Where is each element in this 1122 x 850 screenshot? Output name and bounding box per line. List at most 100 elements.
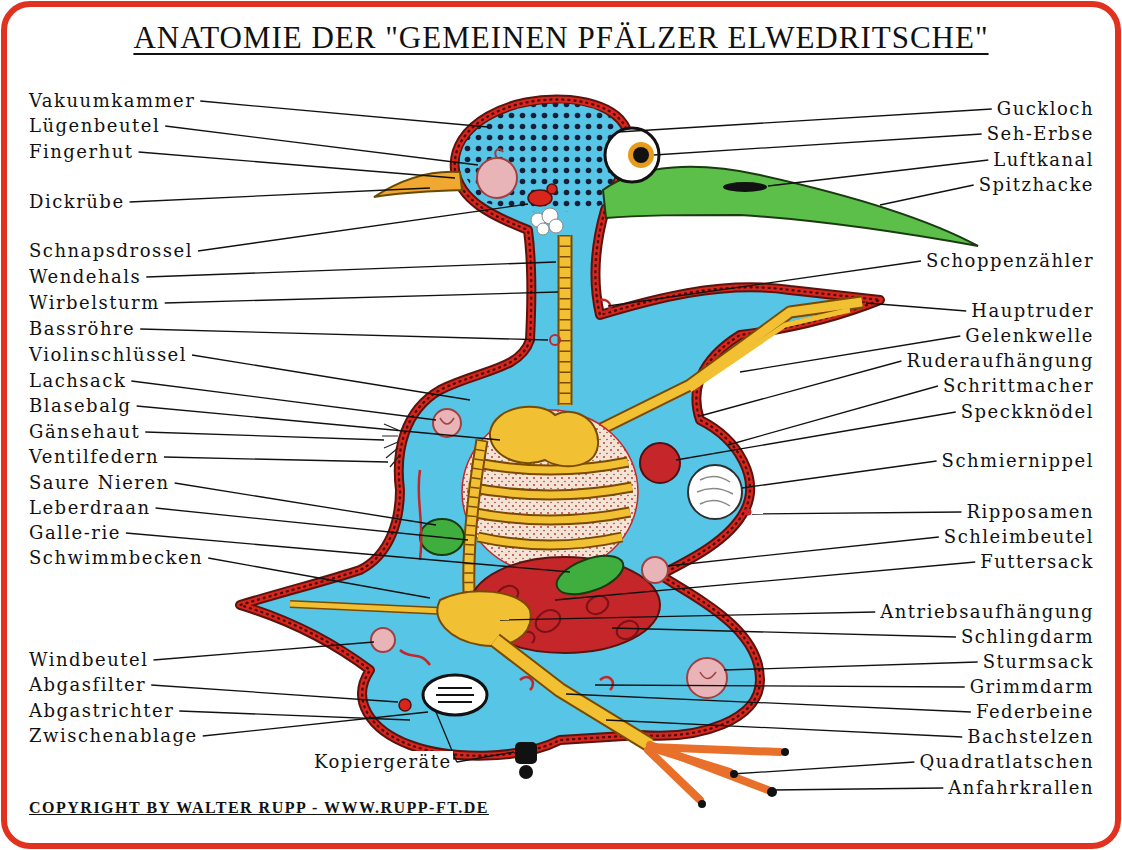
breast-swirl — [697, 476, 733, 506]
part-label: Gänsehaut — [28, 421, 141, 443]
iris — [628, 142, 654, 168]
leader-line — [500, 612, 875, 620]
leader-line — [156, 508, 468, 540]
red-bird-head — [547, 184, 557, 194]
leader-line — [200, 101, 488, 127]
part-label: Grimmdarm — [969, 676, 1095, 698]
part-label: Ruderaufhängung — [905, 350, 1095, 372]
leader-line — [457, 752, 514, 762]
leader-line — [595, 685, 965, 687]
part-label: Ventilfedern — [28, 446, 160, 468]
leader-line — [140, 329, 548, 340]
part-label: Wendehals — [28, 266, 142, 288]
part-label: Anfahrkrallen — [947, 777, 1095, 799]
leader-line — [175, 483, 436, 525]
pupil — [633, 147, 649, 163]
ribs — [468, 462, 632, 545]
part-label: Abgastrichter — [28, 700, 175, 722]
leader-line — [153, 642, 374, 660]
part-label: Blasebalg — [28, 395, 133, 417]
part-label: Schlingdarm — [960, 626, 1095, 648]
diagram-title: ANATOMIE DER "GEMEINEN PFÄLZER ELWEDRITS… — [0, 20, 1122, 56]
part-label: Futtersack — [979, 551, 1095, 573]
red-tube — [550, 335, 560, 345]
part-label: Ripposamen — [966, 501, 1095, 523]
part-label: Seh-Erbse — [986, 123, 1095, 145]
leader-line — [612, 628, 956, 637]
leader-line — [676, 412, 956, 460]
part-label: Kopiergeräte — [313, 751, 453, 773]
part-label: Abgasfilter — [28, 674, 147, 696]
leader-line — [179, 711, 410, 720]
part-label: Sturmsack — [982, 651, 1095, 673]
part-label: Dickrübe — [28, 191, 126, 213]
leader-line — [555, 562, 975, 600]
white-cloud — [531, 208, 563, 235]
frame-border — [4, 4, 1118, 846]
exhaust-funnel — [399, 699, 411, 711]
part-label: Bachstelzen — [966, 726, 1095, 748]
part-label: Speckknödel — [960, 401, 1095, 423]
part-label: Schmiernippel — [941, 450, 1095, 472]
leader-line — [145, 432, 384, 440]
neck-vertebrae — [560, 235, 571, 405]
leader-line — [724, 662, 978, 670]
leader-line — [164, 457, 388, 462]
neck-spine — [560, 235, 571, 405]
red-tubes — [400, 470, 613, 690]
leader-line — [732, 762, 914, 774]
leader-line — [606, 720, 962, 737]
copier-knob — [519, 765, 533, 779]
white-breast — [688, 465, 742, 519]
leader-line — [165, 292, 558, 303]
leg-bone — [495, 640, 650, 745]
part-label: Schleimbeutel — [943, 526, 1095, 548]
onion-sac — [477, 158, 517, 198]
leader-line — [130, 188, 430, 202]
leader-line — [880, 185, 974, 205]
leader-line — [566, 694, 971, 712]
leader-line — [151, 685, 398, 702]
red-heart — [640, 443, 680, 483]
part-label: Schnapsdrossel — [28, 240, 194, 262]
wing-bone-outline — [595, 302, 862, 432]
leader-line — [728, 386, 938, 445]
head-dots — [460, 104, 623, 213]
copyright-note: COPYRIGHT BY WALTER RUPP - WWW.RUPP-FT.D… — [28, 797, 490, 819]
onion-sacs — [371, 409, 727, 698]
leader-line — [772, 788, 943, 790]
part-label: Galle-rie — [28, 522, 122, 544]
leader-line — [137, 406, 500, 440]
part-label: Lügenbeutel — [28, 115, 161, 137]
part-label: Guckloch — [996, 98, 1095, 120]
leader-line — [668, 537, 939, 566]
part-label: Lachsack — [28, 370, 127, 392]
part-label: Bassröhre — [28, 318, 136, 340]
green-beak — [603, 167, 978, 246]
part-label: Leberdraan — [28, 497, 152, 519]
leader-line — [618, 109, 992, 132]
part-label: Luftkanal — [992, 149, 1095, 171]
leader-line — [742, 461, 937, 488]
clipboard-oval — [423, 675, 487, 715]
copier-block — [515, 742, 537, 764]
neck-spine-outline — [558, 235, 573, 405]
part-label: Vakuumkammer — [28, 90, 196, 112]
leader-line — [208, 558, 430, 598]
onion-curl — [495, 149, 503, 158]
nostril — [723, 182, 767, 192]
wing-bone-2 — [690, 310, 850, 390]
clipboard-lines — [436, 688, 474, 702]
part-label: Quadratlatschen — [918, 751, 1095, 773]
leader-line — [131, 381, 436, 420]
part-label: Wirbelsturm — [28, 292, 161, 314]
leader-line — [700, 361, 901, 416]
leader-line — [866, 303, 966, 311]
wing-bone — [595, 302, 862, 432]
leader-line — [654, 134, 982, 155]
part-label: Saure Nieren — [28, 472, 171, 494]
part-label: Windbeutel — [28, 649, 149, 671]
part-label: Federbeine — [975, 701, 1095, 723]
